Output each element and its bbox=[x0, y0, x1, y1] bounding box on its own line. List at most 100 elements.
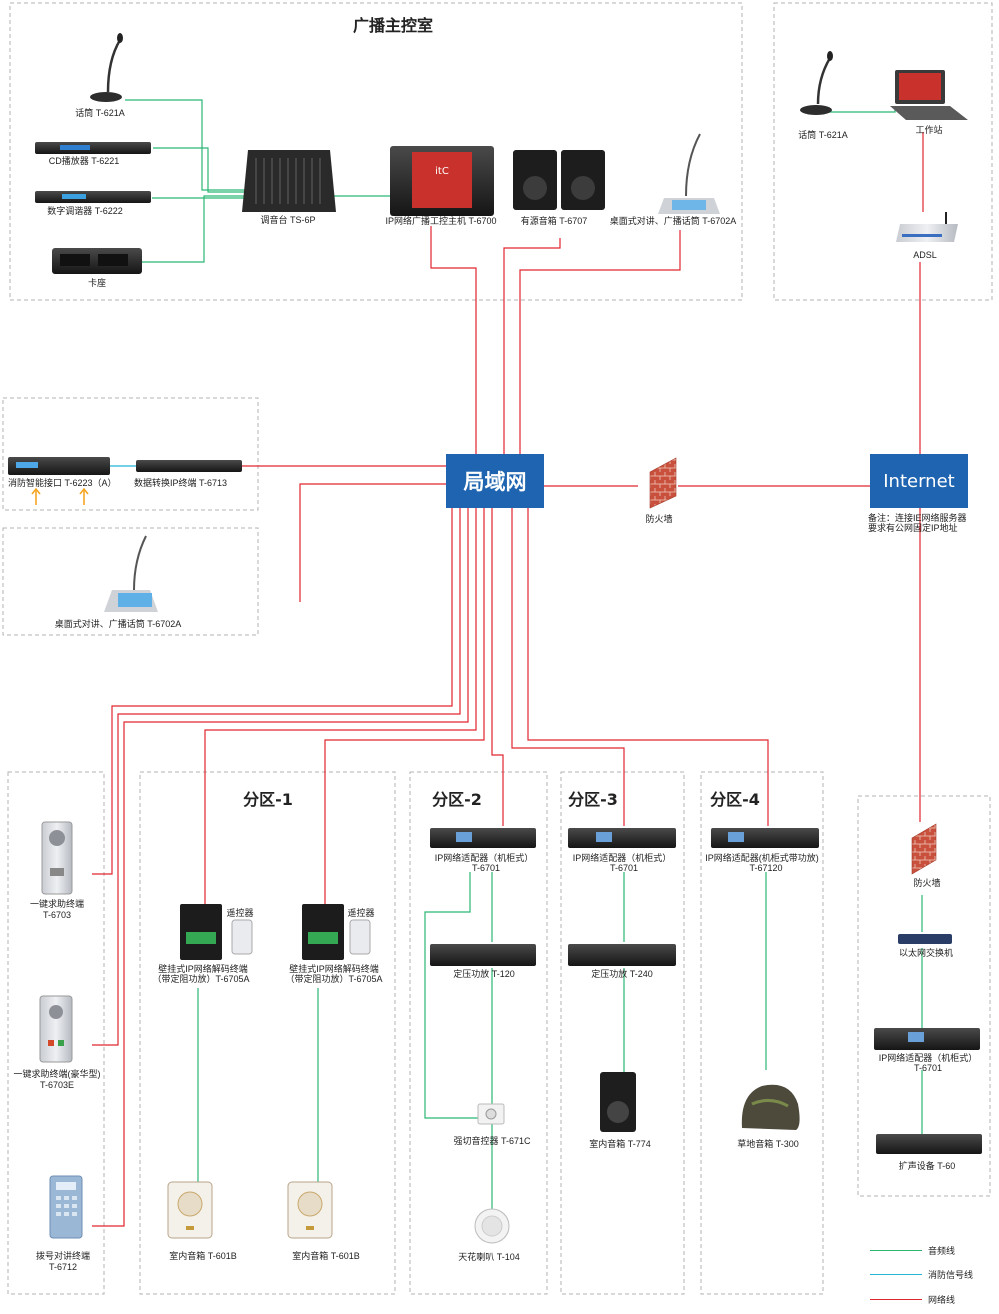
ceiling-spk-label: 天花喇叭 T-104 bbox=[458, 1252, 520, 1262]
help-terminal-label-2: T-6703 bbox=[42, 910, 72, 920]
remote-1-label: 遥控器 bbox=[226, 908, 254, 918]
internet-note-line-2: 要求有公网固定IP地址 bbox=[868, 523, 958, 533]
dial-terminal-unit bbox=[49, 1175, 83, 1239]
legend-audio-swatch bbox=[870, 1250, 922, 1251]
tuner-label: 数字调谐器 T-6222 bbox=[47, 206, 123, 216]
region-boxes bbox=[2, 2, 993, 1295]
expander-unit bbox=[876, 1134, 982, 1154]
adapter-z3-label-1: IP网络适配器（机柜式） bbox=[572, 853, 672, 863]
help-terminal-unit bbox=[41, 821, 73, 895]
cassette-deck bbox=[52, 248, 142, 274]
dial-terminal-label-1: 拨号对讲终端 bbox=[35, 1251, 91, 1261]
indoor-speaker-601b-2 bbox=[287, 1181, 333, 1239]
switch-ctrl-label: 强切音控器 T-671C bbox=[453, 1136, 531, 1146]
adapter-right-label-2: T-6701 bbox=[913, 1063, 943, 1073]
legend-fire-swatch bbox=[870, 1274, 922, 1275]
data-converter-label: 数据转换IP终端 T-6713 bbox=[134, 478, 228, 488]
gooseneck-mic-main bbox=[90, 33, 123, 102]
help-terminal-lux-label-2: T-6703E bbox=[39, 1080, 75, 1090]
internet-note-line-1: 备注：连接IE网络服务器 bbox=[868, 513, 967, 523]
indoor-774-label: 室内音箱 T-774 bbox=[589, 1139, 651, 1149]
desk-mic-left-label: 桌面式对讲、广播话筒 T-6702A bbox=[54, 619, 182, 629]
legend-network-swatch bbox=[870, 1299, 922, 1300]
region-broadcast-control bbox=[9, 2, 743, 301]
decoder-terminal-1 bbox=[180, 904, 222, 960]
zone-1-title: 分区-1 bbox=[243, 790, 293, 809]
ip-adapter-z2 bbox=[430, 828, 536, 848]
fire-interface-unit bbox=[8, 457, 110, 475]
indoor-speaker-774 bbox=[600, 1072, 636, 1132]
firewall-right bbox=[911, 823, 937, 875]
cd-player-label: CD播放器 T-6221 bbox=[48, 156, 120, 166]
mixer-console bbox=[242, 150, 336, 212]
lan-hub: 局域网 bbox=[446, 454, 544, 508]
adapter-z4-label-2: T-67120 bbox=[749, 863, 783, 873]
indoor-speaker-601b-1 bbox=[167, 1181, 213, 1239]
mic-main-label: 话筒 T-621A bbox=[75, 108, 125, 118]
desk-mic-left bbox=[104, 535, 158, 612]
volume-controller bbox=[477, 1103, 505, 1125]
cassette-label: 卡座 bbox=[87, 278, 107, 288]
fire-interface-label: 消防智能接口 T-6223（A） bbox=[8, 478, 117, 488]
network-lines bbox=[92, 132, 924, 1227]
zone-3-title: 分区-3 bbox=[568, 790, 618, 809]
legend-network: 网络线 bbox=[870, 1293, 990, 1307]
svg-text:itC: itC bbox=[435, 166, 449, 177]
remote-control-1 bbox=[231, 919, 253, 955]
region-remote-site bbox=[857, 795, 991, 1197]
ip-broadcast-host: itC bbox=[390, 146, 494, 216]
region-zone-2 bbox=[409, 771, 548, 1295]
legend-audio: 音频线 bbox=[870, 1244, 990, 1258]
decoder-2-label-1: 壁挂式IP网络解码终端 bbox=[289, 964, 379, 974]
adapter-z2-label-2: T-6701 bbox=[471, 863, 501, 873]
region-desk-mic bbox=[2, 527, 259, 636]
help-terminal-label-1: 一键求助终端 bbox=[29, 899, 85, 909]
ip-adapter-z4 bbox=[711, 828, 819, 848]
gooseneck-mic-remote bbox=[800, 51, 833, 115]
amplifier-t120 bbox=[430, 944, 536, 966]
expander-label: 扩声设备 T-60 bbox=[898, 1161, 956, 1171]
active-speaker-label: 有源音箱 T-6707 bbox=[520, 216, 588, 226]
digital-tuner bbox=[35, 191, 151, 203]
lawn-spk-label: 草地音箱 T-300 bbox=[737, 1139, 799, 1149]
ceiling-speaker bbox=[474, 1208, 510, 1244]
region-remote-workstation bbox=[773, 2, 993, 301]
firewall-middle bbox=[649, 457, 677, 509]
decoder-terminal-2 bbox=[302, 904, 344, 960]
remote-control-2 bbox=[349, 919, 371, 955]
eth-switch-label: 以太网交换机 bbox=[898, 948, 954, 958]
remote-2-label: 遥控器 bbox=[347, 908, 375, 918]
amp-z3-label: 定压功放 T-240 bbox=[591, 969, 653, 979]
mic-remote-label: 话筒 T-621A bbox=[798, 130, 848, 140]
region-help-terminals bbox=[7, 771, 105, 1295]
firewall-right-label: 防火墙 bbox=[913, 878, 941, 888]
indoor-601b-1-label: 室内音箱 T-601B bbox=[169, 1251, 237, 1261]
workstation-laptop bbox=[890, 70, 968, 120]
amp-z2-label: 定压功放 T-120 bbox=[453, 969, 515, 979]
region-fire-interface bbox=[2, 397, 259, 511]
mixer-label: 调音台 TS-6P bbox=[260, 215, 316, 225]
audio-lines bbox=[122, 99, 923, 1210]
data-converter-unit bbox=[136, 460, 242, 472]
cd-player bbox=[35, 142, 151, 154]
firewall-mid-label: 防火墙 bbox=[645, 514, 673, 524]
legend-fire-signal: 消防信号线 bbox=[870, 1268, 990, 1282]
decoder-2-label-2: （带定阻功放）T-6705A bbox=[285, 974, 383, 984]
adapter-z3-label-2: T-6701 bbox=[609, 863, 639, 873]
dial-terminal-label-2: T-6712 bbox=[48, 1262, 78, 1272]
help-terminal-lux-label-1: 一键求助终端(豪华型) bbox=[13, 1069, 101, 1079]
ip-host-label: IP网络广播工控主机 T-6700 bbox=[385, 216, 497, 226]
ip-adapter-z3 bbox=[568, 828, 676, 848]
ethernet-switch bbox=[898, 934, 952, 944]
region-zone-1 bbox=[139, 771, 396, 1295]
decoder-1-label-1: 壁挂式IP网络解码终端 bbox=[158, 964, 248, 974]
adsl-modem bbox=[896, 212, 958, 242]
workstation-label: 工作站 bbox=[915, 125, 943, 135]
broadcast-room-title: 广播主控室 bbox=[352, 16, 434, 35]
desk-mic-top bbox=[658, 133, 720, 214]
internet-hub: Internet bbox=[870, 454, 968, 508]
amplifier-t240 bbox=[568, 944, 676, 966]
adapter-right-label-1: IP网络适配器（机柜式） bbox=[878, 1053, 978, 1063]
adsl-label: ADSL bbox=[913, 250, 937, 260]
